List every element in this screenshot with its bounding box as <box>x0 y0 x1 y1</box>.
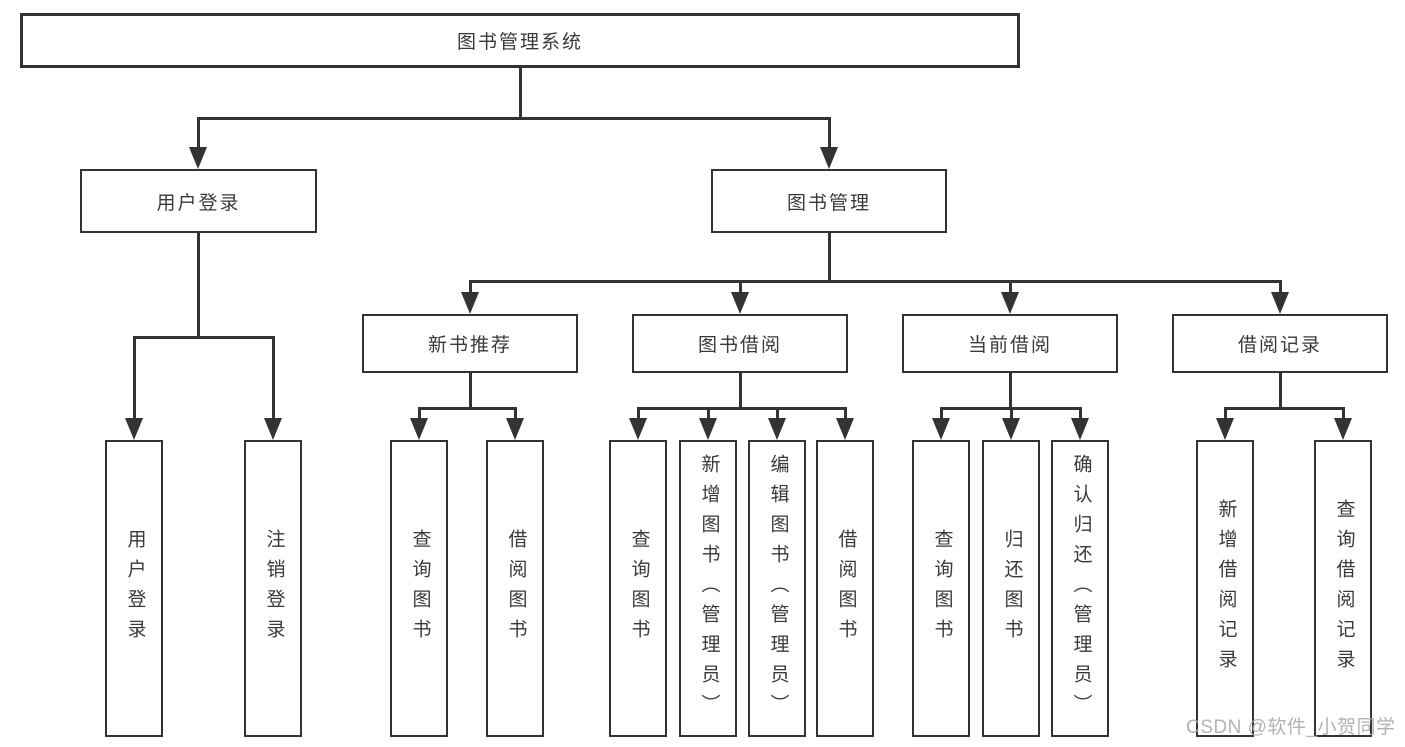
connector-line <box>197 117 831 120</box>
arrow-down-icon <box>410 418 428 440</box>
arrow-down-icon <box>189 147 207 169</box>
connector-line <box>1009 373 1012 407</box>
connector-line <box>739 373 742 407</box>
arrow-down-icon <box>699 418 717 440</box>
connector-line <box>514 407 517 418</box>
arrow-down-icon <box>768 418 786 440</box>
connector-line <box>133 336 275 339</box>
leaf-query-borrow-record: 查询借阅记录 <box>1314 440 1372 737</box>
leaf-logout: 注销登录 <box>244 440 302 737</box>
connector-line <box>469 373 472 407</box>
leaf-add-book-admin: 新增图书（管理员） <box>679 440 737 737</box>
watermark: CSDN @软件_小贺同学 <box>1186 717 1396 738</box>
connector-line <box>1009 280 1012 292</box>
node-borrowing-records: 借阅记录 <box>1172 314 1388 373</box>
connector-line <box>828 233 831 280</box>
arrow-down-icon <box>264 418 282 440</box>
connector-line <box>272 336 275 418</box>
connector-line <box>776 407 779 418</box>
node-label: 用户登录 <box>124 528 146 649</box>
leaf-borrow-books-borrowing: 借阅图书 <box>816 440 874 737</box>
leaf-query-books-current: 查询图书 <box>912 440 970 737</box>
connector-line <box>469 280 1282 283</box>
leaf-return-book: 归还图书 <box>982 440 1040 737</box>
leaf-add-borrow-record: 新增借阅记录 <box>1196 440 1254 737</box>
leaf-query-books-borrowing: 查询图书 <box>609 440 667 737</box>
node-label: 注销登录 <box>263 528 285 649</box>
connector-line <box>418 407 421 418</box>
node-current-borrowing: 当前借阅 <box>902 314 1118 373</box>
connector-line <box>519 68 522 117</box>
node-label: 归还图书 <box>1001 528 1023 649</box>
connector-line <box>940 407 943 418</box>
connector-line <box>1342 407 1345 418</box>
node-label: 查询图书 <box>628 528 650 649</box>
arrow-down-icon <box>932 418 950 440</box>
node-label: 借阅图书 <box>835 528 857 649</box>
connector-line <box>1279 373 1282 407</box>
arrow-down-icon <box>1001 292 1019 314</box>
node-label: 新增借阅记录 <box>1215 498 1237 679</box>
arrow-down-icon <box>1071 418 1089 440</box>
arrow-down-icon <box>731 292 749 314</box>
node-root: 图书管理系统 <box>20 13 1020 68</box>
connector-line <box>637 407 846 410</box>
node-user-login: 用户登录 <box>80 169 317 233</box>
arrow-down-icon <box>629 418 647 440</box>
leaf-edit-book-admin: 编辑图书（管理员） <box>748 440 806 737</box>
arrow-down-icon <box>461 292 479 314</box>
node-label: 借阅图书 <box>505 528 527 649</box>
connector-line <box>197 117 200 147</box>
connector-line <box>739 280 742 292</box>
connector-line <box>469 280 472 292</box>
arrow-down-icon <box>820 147 838 169</box>
connector-line <box>1279 280 1282 292</box>
arrow-down-icon <box>1334 418 1352 440</box>
connector-line <box>1079 407 1082 418</box>
node-label: 查询借阅记录 <box>1333 498 1355 679</box>
arrow-down-icon <box>1216 418 1234 440</box>
connector-line <box>1010 407 1013 418</box>
node-label: 查询图书 <box>931 528 953 649</box>
leaf-user-login: 用户登录 <box>105 440 163 737</box>
node-book-borrowing: 图书借阅 <box>632 314 848 373</box>
leaf-confirm-return-admin: 确认归还（管理员） <box>1051 440 1109 737</box>
arrow-down-icon <box>506 418 524 440</box>
arrow-down-icon <box>125 418 143 440</box>
arrow-down-icon <box>836 418 854 440</box>
connector-line <box>418 407 517 410</box>
arrow-down-icon <box>1271 292 1289 314</box>
arrow-down-icon <box>1002 418 1020 440</box>
connector-line <box>844 407 847 418</box>
node-label: 编辑图书（管理员） <box>767 453 789 724</box>
connector-line <box>197 233 200 336</box>
connector-line <box>707 407 710 418</box>
connector-line <box>1224 407 1227 418</box>
connector-line <box>828 117 831 147</box>
leaf-borrow-books-recommend: 借阅图书 <box>486 440 544 737</box>
connector-line <box>637 407 640 418</box>
leaf-query-books-recommend: 查询图书 <box>390 440 448 737</box>
node-label: 查询图书 <box>409 528 431 649</box>
node-new-book-recommend: 新书推荐 <box>362 314 578 373</box>
connector-line <box>133 336 136 418</box>
node-book-management: 图书管理 <box>711 169 947 233</box>
connector-line <box>1224 407 1345 410</box>
node-label: 新增图书（管理员） <box>698 453 720 724</box>
node-label: 确认归还（管理员） <box>1070 453 1092 724</box>
